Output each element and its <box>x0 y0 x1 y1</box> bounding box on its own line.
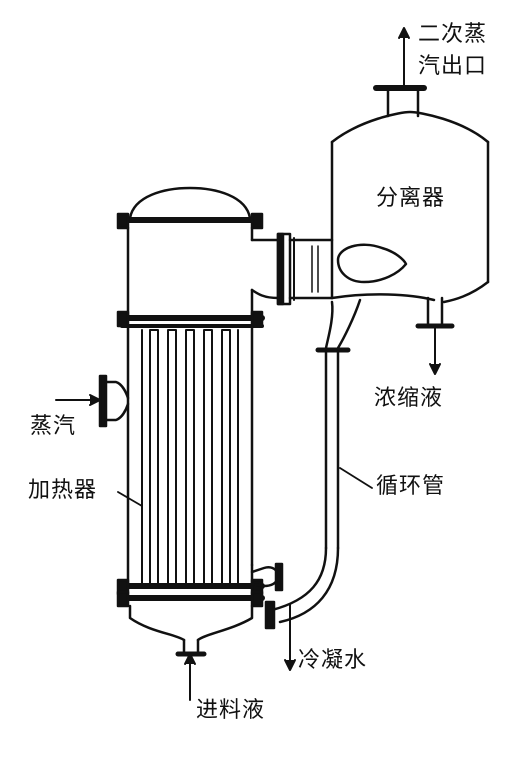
vapor-connection-pipe <box>250 232 334 306</box>
separator-inlet-baffle <box>336 243 408 284</box>
secondary-steam-outlet-label-line1: 二次蒸 <box>418 22 488 47</box>
heater-top-cap <box>116 186 264 230</box>
circulation-tube-leader-line <box>339 467 373 489</box>
secondary-steam-outlet-nozzle <box>373 85 427 118</box>
feed-liquid-label: 进料液 <box>196 698 266 723</box>
circulation-tube-label: 循环管 <box>376 474 446 499</box>
concentrate-outlet-nozzle <box>415 296 455 329</box>
separator-vessel <box>330 110 490 304</box>
concentrate-arrow <box>429 327 441 375</box>
concentrate-label: 浓缩液 <box>374 386 444 411</box>
heater-bottom-head <box>128 604 254 657</box>
condensate-label: 冷凝水 <box>298 648 368 673</box>
heater-upper-body <box>116 226 265 328</box>
secondary-steam-outlet-label-line2: 汽出口 <box>418 54 488 79</box>
heater-tube-shell <box>126 324 254 587</box>
separator-label: 分离器 <box>376 186 446 211</box>
heater-leader-line <box>117 491 143 507</box>
condensate-arrow <box>284 603 296 671</box>
heat-exchanger-tubes <box>141 329 239 585</box>
circulation-return-flange <box>264 600 276 630</box>
condensate-outlet-nozzle <box>250 562 284 592</box>
steam-label: 蒸汽 <box>30 414 77 439</box>
secondary-steam-arrow <box>398 27 410 87</box>
feed-arrow <box>184 653 196 701</box>
steam-inlet-arrow <box>55 394 101 406</box>
steam-inlet-nozzle <box>98 374 130 428</box>
heater-label: 加热器 <box>28 478 98 503</box>
heater-bottom-flange <box>116 578 265 608</box>
circulation-tube <box>270 298 362 624</box>
